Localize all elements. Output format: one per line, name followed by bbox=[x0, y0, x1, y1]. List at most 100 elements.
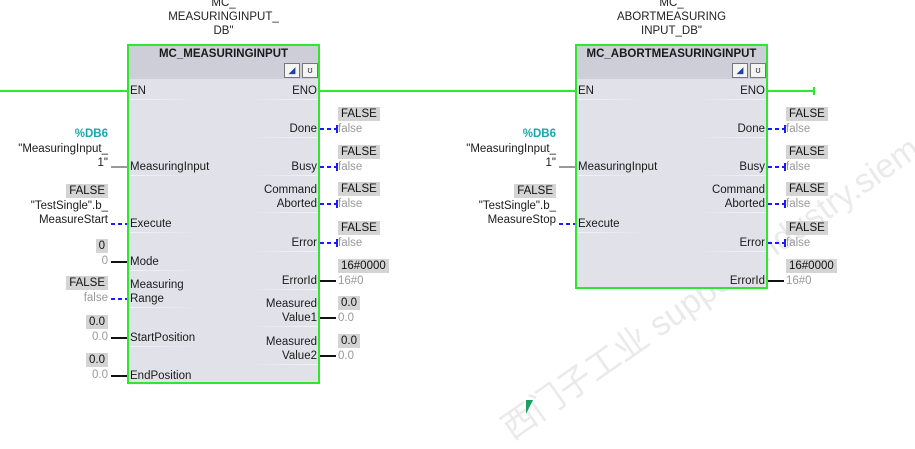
pin-separator bbox=[129, 175, 199, 176]
pin-separator bbox=[696, 137, 766, 138]
output-wire bbox=[320, 280, 336, 282]
output-value: 16#0000 bbox=[338, 259, 389, 273]
output-value: FALSE bbox=[338, 145, 380, 159]
pin-separator bbox=[577, 99, 647, 100]
output-wire bbox=[768, 128, 784, 130]
input-pin-label: Range bbox=[130, 293, 164, 305]
wire-end-icon bbox=[784, 163, 786, 171]
mode-live-value: 0 bbox=[101, 255, 108, 267]
instance-name-line: MC_ bbox=[211, 0, 236, 9]
pin-separator bbox=[129, 270, 199, 271]
output-live-value: false bbox=[338, 161, 363, 173]
wire-end-icon bbox=[784, 239, 786, 247]
pin-separator bbox=[129, 99, 199, 100]
input-pin-label: Execute bbox=[130, 218, 172, 230]
output-live-value: 0.0 bbox=[338, 350, 354, 362]
output-pin-label: Measured bbox=[265, 336, 317, 348]
pin-separator bbox=[248, 289, 318, 290]
range-live-value: false bbox=[83, 292, 108, 304]
pin-separator bbox=[696, 289, 766, 290]
output-value: 0.0 bbox=[338, 334, 360, 348]
instance-name-line: INPUT_DB" bbox=[641, 25, 702, 37]
pin-separator bbox=[696, 175, 766, 176]
execute-tag: "TestSingle".b_ bbox=[478, 200, 556, 212]
output-pin-label: ErrorId bbox=[281, 275, 317, 287]
start-value: 0.0 bbox=[86, 315, 108, 329]
pin-separator bbox=[248, 212, 318, 213]
input-pin-label: StartPosition bbox=[130, 332, 196, 344]
input-pin-label: EN bbox=[578, 85, 594, 97]
output-value: FALSE bbox=[338, 107, 380, 121]
output-wire bbox=[320, 203, 336, 205]
input-pin-label: Mode bbox=[130, 256, 159, 268]
output-live-value: false bbox=[786, 237, 811, 249]
block-title: MC_MEASURINGINPUT bbox=[158, 48, 289, 60]
output-live-value: false bbox=[338, 198, 363, 210]
output-value: FALSE bbox=[786, 107, 828, 121]
output-pin-label: Aborted bbox=[276, 198, 317, 210]
block-header: MC_MEASURINGINPUT ◢ʊ bbox=[129, 46, 318, 79]
pin-separator bbox=[696, 99, 766, 100]
output-wire bbox=[320, 166, 336, 168]
function-block[interactable]: MC_ABORTMEASURINGINPUT ◢ʊ bbox=[575, 44, 768, 289]
input-wire bbox=[111, 223, 127, 225]
instance-name-line: DB" bbox=[213, 25, 234, 37]
output-live-value: false bbox=[338, 237, 363, 249]
output-wire bbox=[320, 317, 336, 319]
pin-separator bbox=[129, 232, 199, 233]
wire-end-icon bbox=[336, 239, 338, 247]
wire-end-icon bbox=[336, 200, 338, 208]
instance-name-line: MEASURINGINPUT_ bbox=[168, 11, 279, 23]
eno-wire bbox=[768, 90, 813, 92]
block-title: MC_ABORTMEASURINGINPUT bbox=[586, 48, 757, 60]
output-value: FALSE bbox=[786, 182, 828, 196]
measuring-input-tag: "MeasuringInput_ bbox=[466, 143, 556, 155]
end-live-value: 0.0 bbox=[92, 369, 108, 381]
output-pin-label: ErrorId bbox=[729, 275, 765, 287]
output-live-value: false bbox=[786, 198, 811, 210]
diagnostics-icon[interactable]: ʊ bbox=[750, 63, 766, 78]
output-pin-label: Command bbox=[711, 184, 765, 196]
output-value: 16#0000 bbox=[786, 259, 837, 273]
mode-value: 0 bbox=[95, 239, 108, 253]
instance-name-line: ABORTMEASURING bbox=[616, 11, 727, 23]
output-pin-label: Busy bbox=[291, 161, 317, 173]
execute-value: FALSE bbox=[514, 184, 556, 198]
output-pin-label: Value2 bbox=[282, 350, 317, 362]
measuring-input-tag: 1" bbox=[545, 157, 556, 169]
input-wire bbox=[111, 166, 127, 168]
instance-name-line: MC_ bbox=[659, 0, 684, 9]
db-number: %DB6 bbox=[522, 128, 556, 140]
output-value: 0.0 bbox=[338, 296, 360, 310]
execute-tag: "TestSingle".b_ bbox=[30, 200, 108, 212]
input-pin-label: Measuring bbox=[130, 279, 184, 291]
execute-tag: MeasureStop bbox=[487, 214, 556, 226]
output-value: FALSE bbox=[786, 145, 828, 159]
output-live-value: 16#0 bbox=[338, 275, 364, 287]
start-live-value: 0.0 bbox=[92, 331, 108, 343]
input-pin-label: Execute bbox=[578, 218, 620, 230]
output-wire bbox=[768, 166, 784, 168]
diagnostics-icon[interactable]: ʊ bbox=[302, 63, 318, 78]
pin-separator bbox=[248, 364, 318, 365]
output-live-value: false bbox=[338, 123, 363, 135]
pin-separator bbox=[248, 137, 318, 138]
input-wire bbox=[559, 223, 575, 225]
execute-tag: MeasureStart bbox=[38, 214, 108, 226]
input-pin-label: EN bbox=[130, 85, 146, 97]
online-icon[interactable]: ◢ bbox=[284, 63, 300, 78]
function-block[interactable]: MC_MEASURINGINPUT ◢ʊ bbox=[127, 44, 320, 384]
input-wire bbox=[111, 375, 127, 377]
output-pin-label: Command bbox=[263, 184, 317, 196]
input-pin-label: EndPosition bbox=[130, 370, 192, 382]
pin-separator bbox=[248, 251, 318, 252]
output-wire bbox=[768, 242, 784, 244]
input-pin-label: MeasuringInput bbox=[578, 161, 658, 173]
output-pin-label: Error bbox=[739, 237, 765, 249]
db-number: %DB6 bbox=[74, 128, 108, 140]
power-rail-wire bbox=[319, 90, 575, 92]
execute-value: FALSE bbox=[66, 184, 108, 198]
wire-end-icon bbox=[784, 125, 786, 133]
wire-end-icon bbox=[336, 163, 338, 171]
online-icon[interactable]: ◢ bbox=[732, 63, 748, 78]
